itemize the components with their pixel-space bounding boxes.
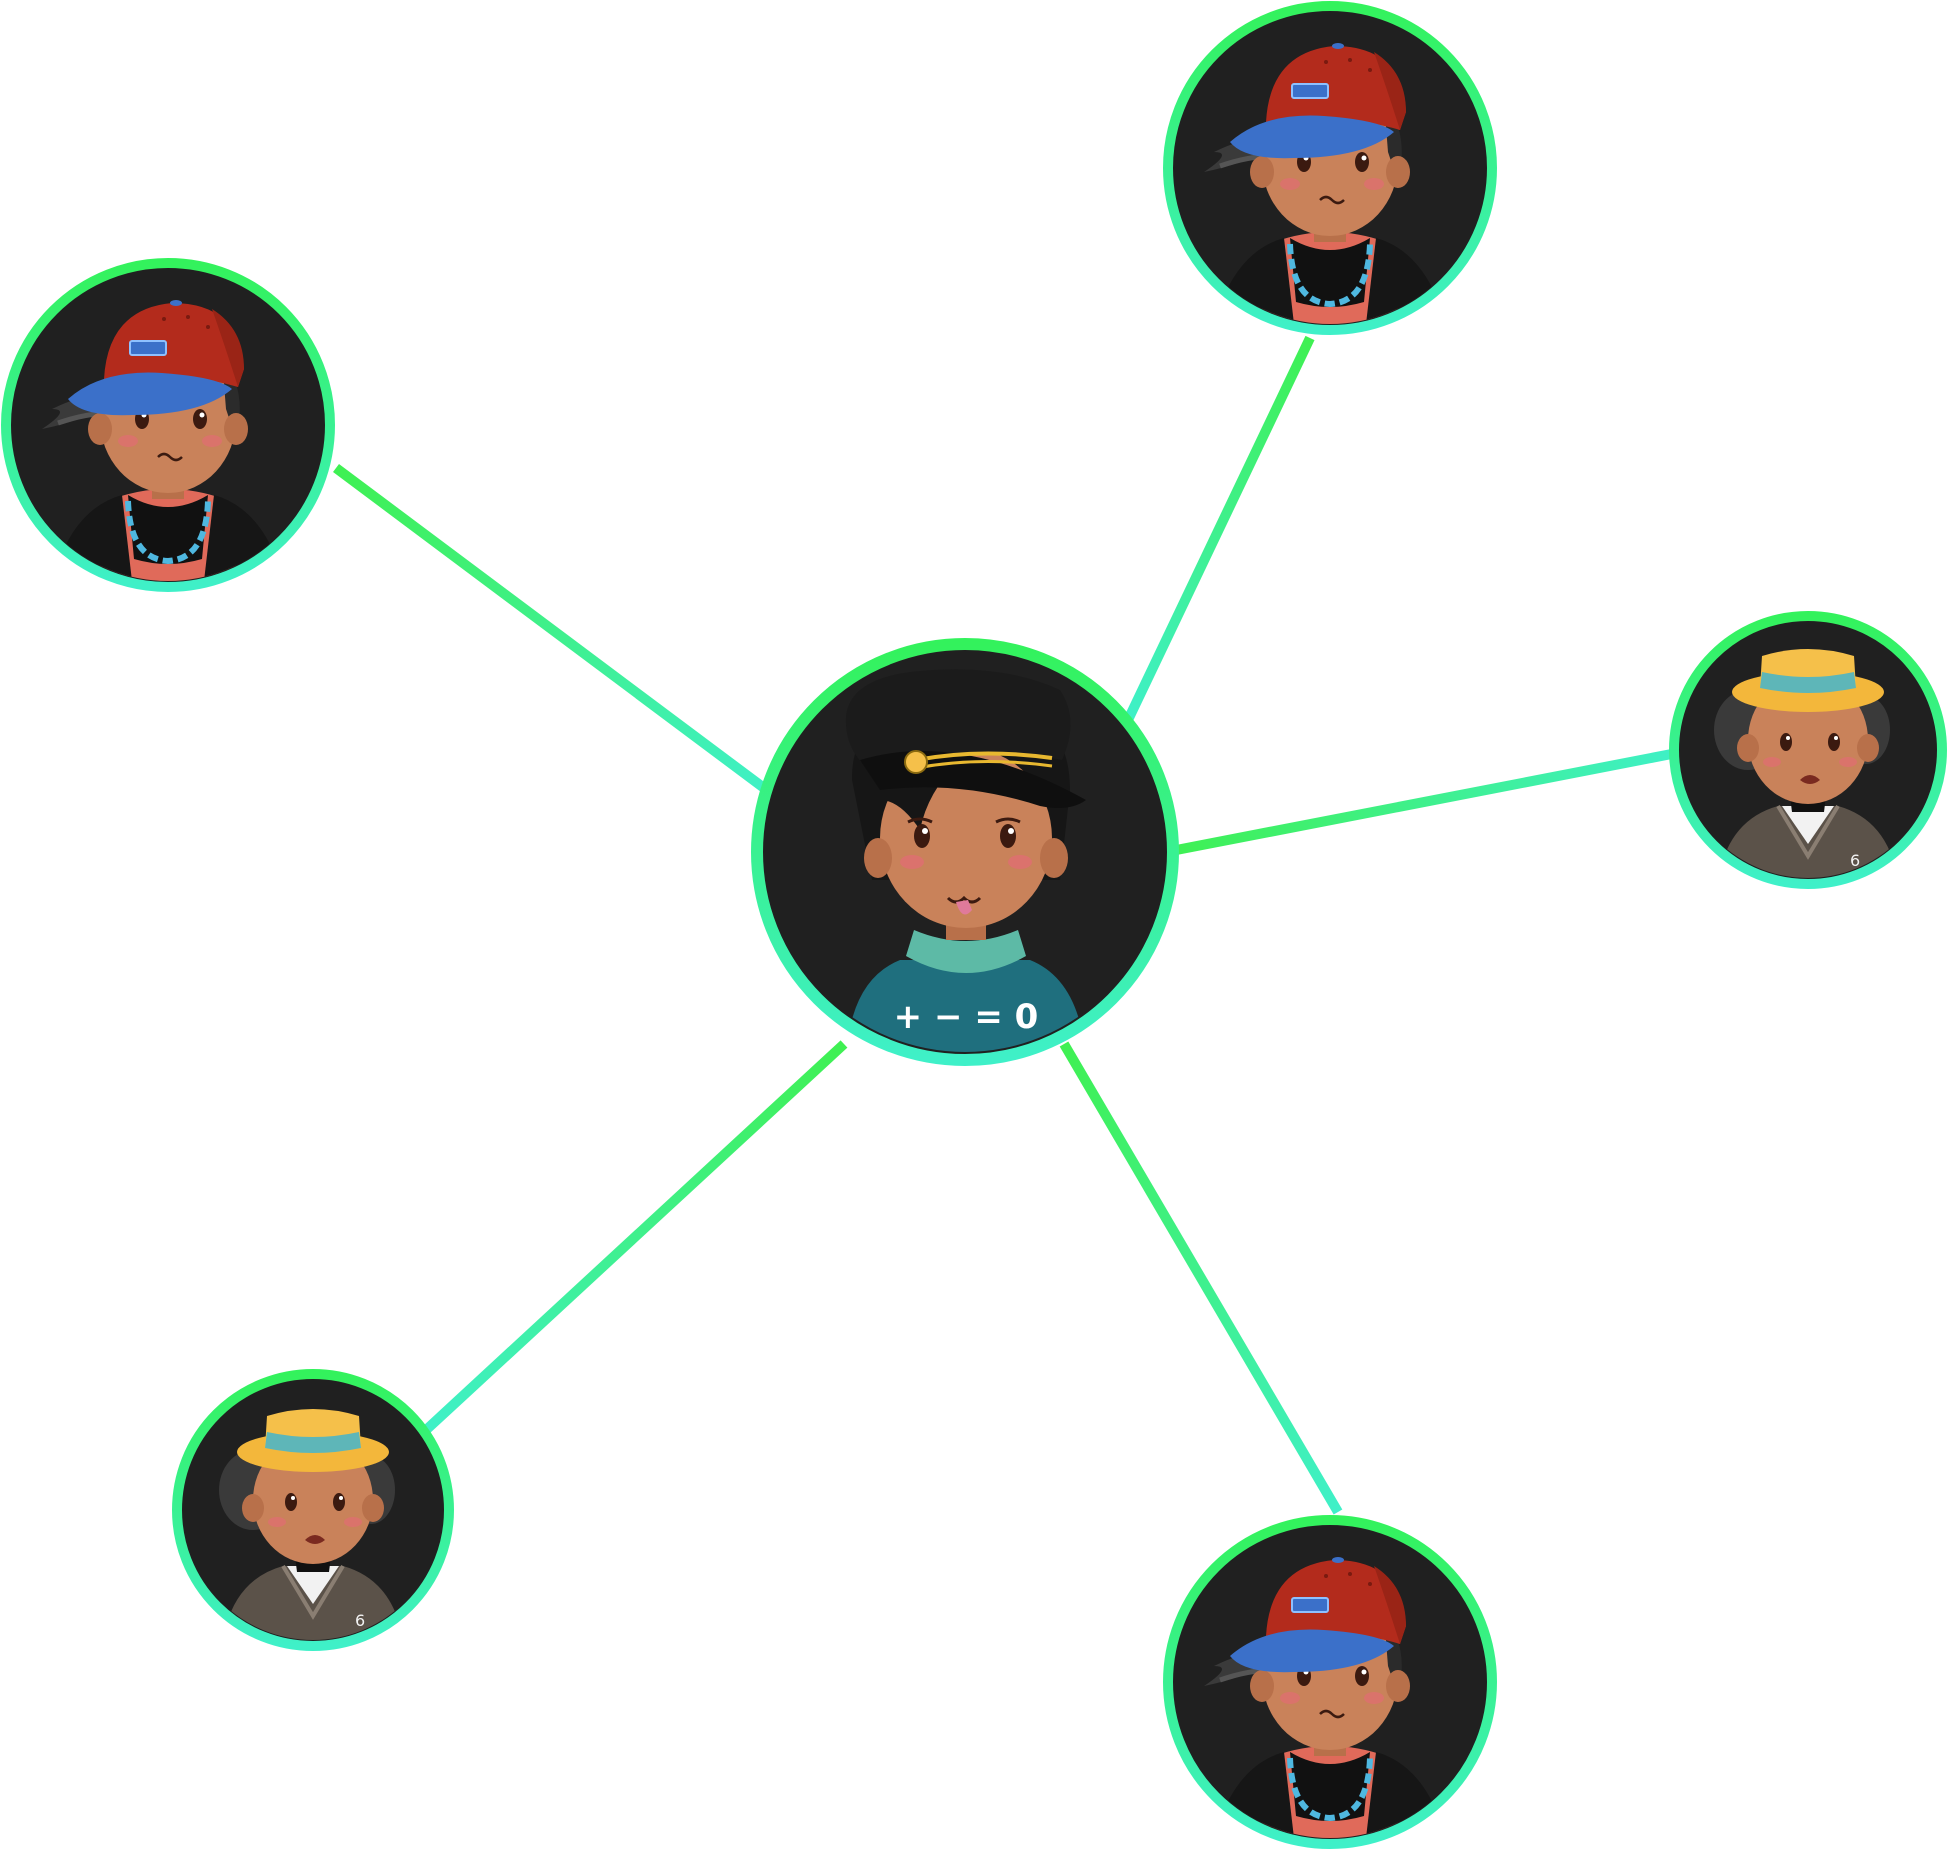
boater-hat-avatar xyxy=(183,1380,443,1640)
red-cap-avatar xyxy=(1174,1526,1486,1838)
edge-center-top-right xyxy=(1123,335,1315,723)
shirt-text: + − = 0 xyxy=(894,997,1039,1037)
node-top-right xyxy=(1163,1,1497,335)
center-node: + − = 0 xyxy=(751,638,1179,1066)
node-right xyxy=(1669,611,1947,889)
edge-center-right xyxy=(1165,747,1683,857)
edges xyxy=(333,335,1683,1515)
node-top-left xyxy=(1,258,335,592)
node-bottom-right xyxy=(1163,1515,1497,1849)
edge-center-top-left xyxy=(333,463,779,802)
edge-center-bottom-right xyxy=(1059,1041,1343,1515)
node-bottom-left xyxy=(172,1369,454,1651)
red-cap-avatar xyxy=(1174,12,1486,324)
red-cap-avatar xyxy=(12,269,324,581)
edge-center-bottom-left xyxy=(422,1040,848,1434)
captain-cap-avatar: + − = 0 xyxy=(765,652,1165,1052)
